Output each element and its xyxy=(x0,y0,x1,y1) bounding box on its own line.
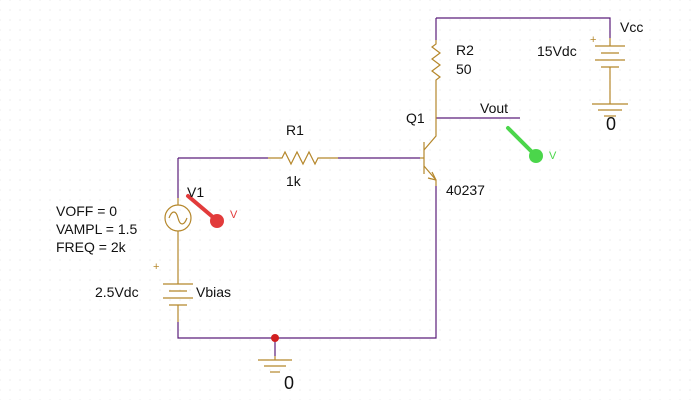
r1-value-label: 1k xyxy=(286,173,301,189)
v1-ref-label: V1 xyxy=(187,184,205,200)
vcc-ref-label: Vcc xyxy=(620,19,644,35)
q1-model-label: 40237 xyxy=(446,182,485,198)
v1-voff-label: VOFF = 0 xyxy=(56,203,118,219)
v1-vampl-label: VAMPL = 1.5 xyxy=(56,221,138,237)
sine-source-icon[interactable] xyxy=(164,198,192,268)
vbias-ref-label: Vbias xyxy=(196,284,232,300)
resistor-icon[interactable] xyxy=(431,40,441,118)
ground-right-label: 0 xyxy=(606,114,617,134)
ground-left-label: 0 xyxy=(284,373,295,393)
vbias-value-label: 2.5Vdc xyxy=(95,284,139,300)
output-probe-label: V xyxy=(549,150,557,162)
r1-ref-label: R1 xyxy=(286,122,304,138)
r2-value-label: 50 xyxy=(456,61,472,77)
voltage-probe-icon[interactable] xyxy=(186,194,224,228)
dc-source-icon[interactable] xyxy=(163,268,193,322)
vbias-plus-pin: + xyxy=(153,261,160,273)
v1-freq-label: FREQ = 2k xyxy=(56,239,126,255)
resistor-icon[interactable] xyxy=(268,150,338,166)
wire-bottom[interactable] xyxy=(177,186,437,339)
wires xyxy=(177,17,611,356)
wire-vcc-top[interactable] xyxy=(436,17,611,38)
parts xyxy=(163,38,628,373)
input-probe-label: V xyxy=(230,209,238,221)
ground-icon[interactable] xyxy=(592,96,628,117)
vcc-plus-pin: + xyxy=(590,34,597,46)
npn-transistor-icon[interactable] xyxy=(420,118,437,186)
vcc-value-label: 15Vdc xyxy=(537,43,577,59)
dc-source-icon[interactable] xyxy=(595,38,625,96)
q1-ref-label: Q1 xyxy=(406,110,425,126)
junction-dot[interactable] xyxy=(271,334,279,342)
vout-net-label: Vout xyxy=(480,100,509,116)
voltage-probe-icon[interactable] xyxy=(506,126,543,163)
ground-icon[interactable] xyxy=(258,356,292,373)
r2-ref-label: R2 xyxy=(456,42,474,58)
